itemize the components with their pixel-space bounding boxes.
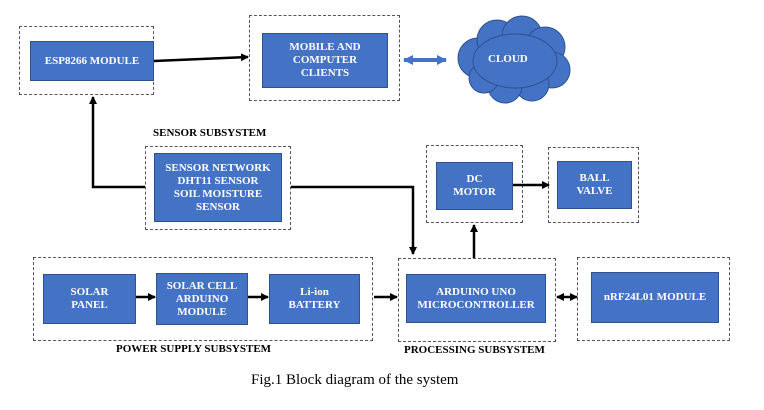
sensor-line-4: SENSOR [195,200,241,213]
power-subsystem-label: POWER SUPPLY SUBSYSTEM [116,343,272,355]
ball-valve-block: BALL VALVE [557,161,632,209]
arrow-sensor-to-esp [89,96,145,189]
valve-line-1: BALL [579,172,610,184]
motor-line-1: DC [466,173,483,185]
processing-group-box [398,258,556,342]
cloud-shape [457,15,571,104]
esp8266-label: ESP8266 MODULE [44,54,140,67]
solar-panel-block: SOLAR PANEL [43,274,136,324]
figure-caption: Fig.1 Block diagram of the system [251,372,459,388]
arrow-esp-to-clients [153,53,249,63]
motor-line-2: MOTOR [453,186,496,198]
arrow-sensor-to-arduino [291,185,417,255]
cell-line-1: SOLAR CELL [166,279,238,292]
sensor-line-1: SENSOR NETWORK [165,161,271,174]
valve-line-2: VALVE [576,185,613,197]
dc-motor-block: DC MOTOR [436,162,513,210]
sensor-subsystem-label: SENSOR SUBSYSTEM [153,127,267,139]
cell-line-3: MODULE [177,305,227,318]
power-group-box [33,257,373,341]
battery-line-2: BATTERY [288,299,341,311]
arduino-line-2: MICROCONTROLLER [417,298,535,311]
panel-line-2: PANEL [71,299,108,311]
sensor-group-box [145,146,291,230]
clients-group-box [249,15,400,101]
solar-cell-module-block: SOLAR CELL ARDUINO MODULE [156,273,248,325]
sensor-line-3: SOIL MOISTURE [173,187,263,200]
mobile-clients-block: MOBILE AND COMPUTER CLIENTS [262,33,388,88]
sensor-line-2: DHT11 SENSOR [177,174,259,187]
mobile-line-3: CLIENTS [300,67,350,79]
battery-line-1: Li-ion [300,286,329,298]
nrf-label: nRF24L01 MODULE [603,291,707,303]
arduino-line-1: ARDUINO UNO [436,285,516,298]
processing-subsystem-label: PROCESSING SUBSYSTEM [404,344,545,356]
nrf24l01-module-block: nRF24L01 MODULE [591,272,719,323]
cloud-label: CLOUD [488,53,528,65]
battery-block: Li-ion BATTERY [269,274,360,324]
cell-line-2: ARDUINO [175,292,229,305]
arduino-uno-block: ARDUINO UNO MICROCONTROLLER [406,274,546,323]
sensor-network-block: SENSOR NETWORK DHT11 SENSOR SOIL MOISTUR… [154,153,282,222]
esp8266-module-block: ESP8266 MODULE [30,41,154,81]
mobile-line-2: COMPUTER [292,54,358,66]
panel-line-1: SOLAR [70,286,109,298]
mobile-line-1: MOBILE AND [289,41,361,53]
